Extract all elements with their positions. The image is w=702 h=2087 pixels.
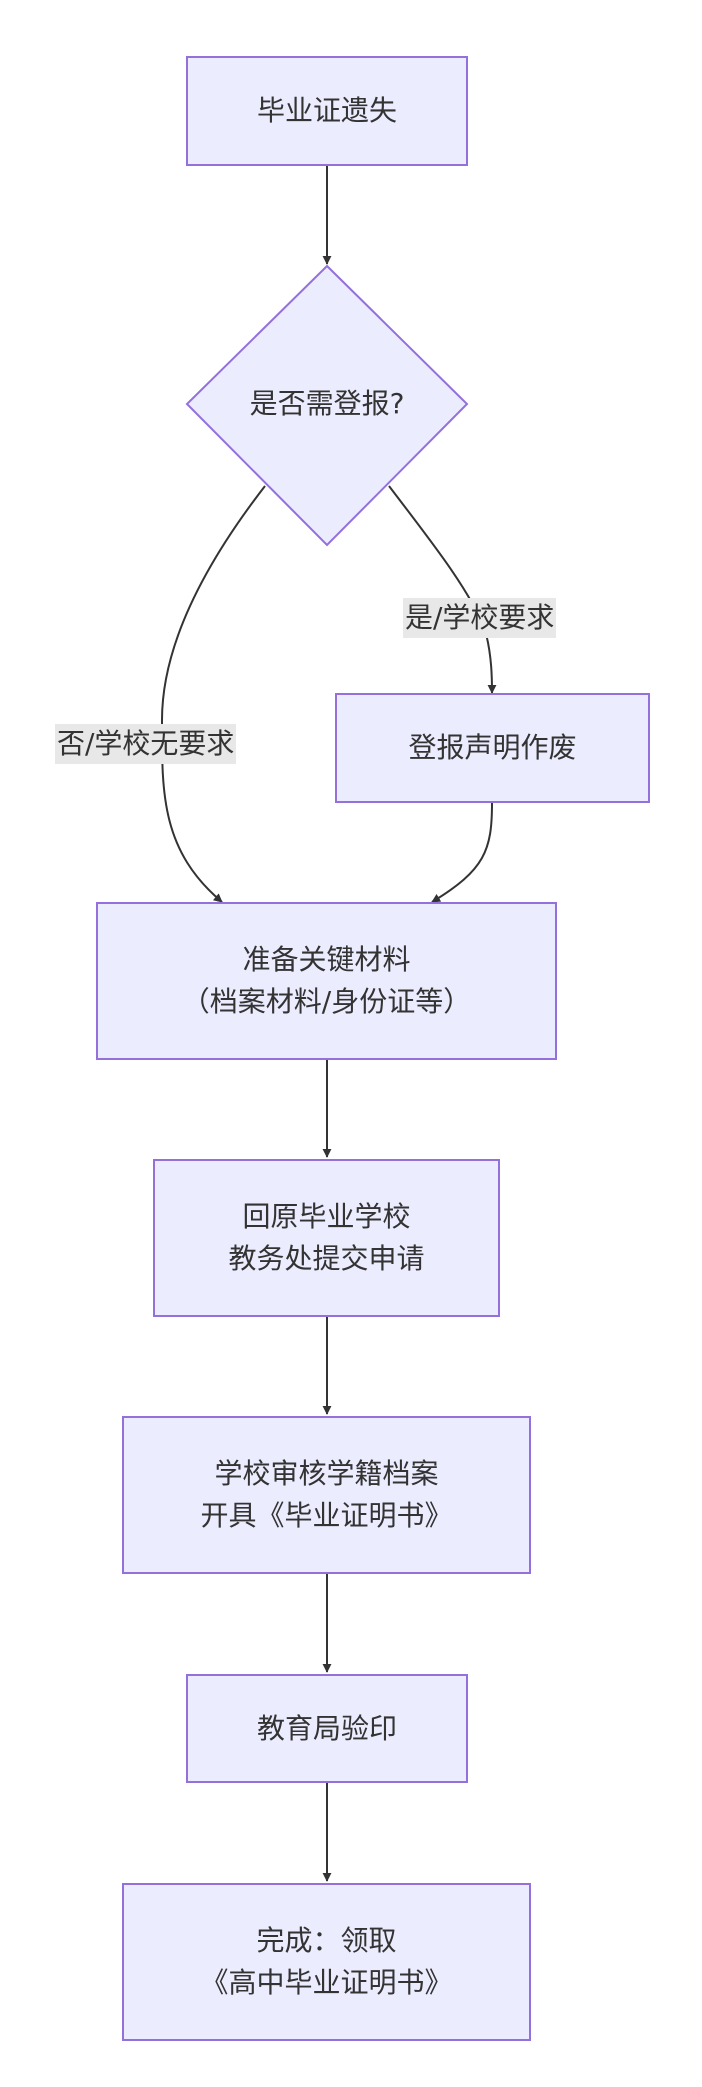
node-prepare: 准备关键材料 （档案材料/身份证等） bbox=[96, 902, 557, 1060]
node-apply-line-1: 回原毕业学校 bbox=[242, 1200, 411, 1233]
node-newspaper-label: 登报声明作废 bbox=[408, 731, 577, 764]
edge-label-no: 否/学校无要求 bbox=[55, 724, 237, 764]
node-lost-label: 毕业证遗失 bbox=[256, 94, 397, 127]
node-review-line-2: 开具《毕业证明书》 bbox=[200, 1499, 453, 1532]
node-lost: 毕业证遗失 bbox=[186, 56, 468, 166]
node-done: 完成：领取 《高中毕业证明书》 bbox=[122, 1883, 531, 2041]
decision-label: 是否需登报? bbox=[249, 387, 405, 420]
edge-decision-no-to-prepare bbox=[160, 485, 266, 903]
node-prepare-line-1: 准备关键材料 bbox=[242, 943, 411, 976]
node-review-line-1: 学校审核学籍档案 bbox=[214, 1457, 439, 1490]
node-bureau: 教育局验印 bbox=[186, 1674, 468, 1783]
edge-label-yes: 是/学校要求 bbox=[403, 598, 557, 638]
node-done-line-1: 完成：领取 bbox=[256, 1924, 397, 1957]
node-done-line-2: 《高中毕业证明书》 bbox=[200, 1966, 453, 1999]
node-apply-line-2: 教务处提交申请 bbox=[228, 1242, 425, 1275]
node-review: 学校审核学籍档案 开具《毕业证明书》 bbox=[122, 1416, 531, 1574]
node-newspaper: 登报声明作废 bbox=[335, 693, 650, 803]
node-bureau-label: 教育局验印 bbox=[256, 1711, 397, 1745]
edge-decision-yes-to-newspaper bbox=[388, 485, 497, 694]
node-prepare-line-2: （档案材料/身份证等） bbox=[181, 985, 472, 1018]
node-apply: 回原毕业学校 教务处提交申请 bbox=[153, 1159, 500, 1317]
edge-newspaper-to-prepare bbox=[431, 802, 493, 903]
decision-diamond bbox=[185, 264, 469, 547]
